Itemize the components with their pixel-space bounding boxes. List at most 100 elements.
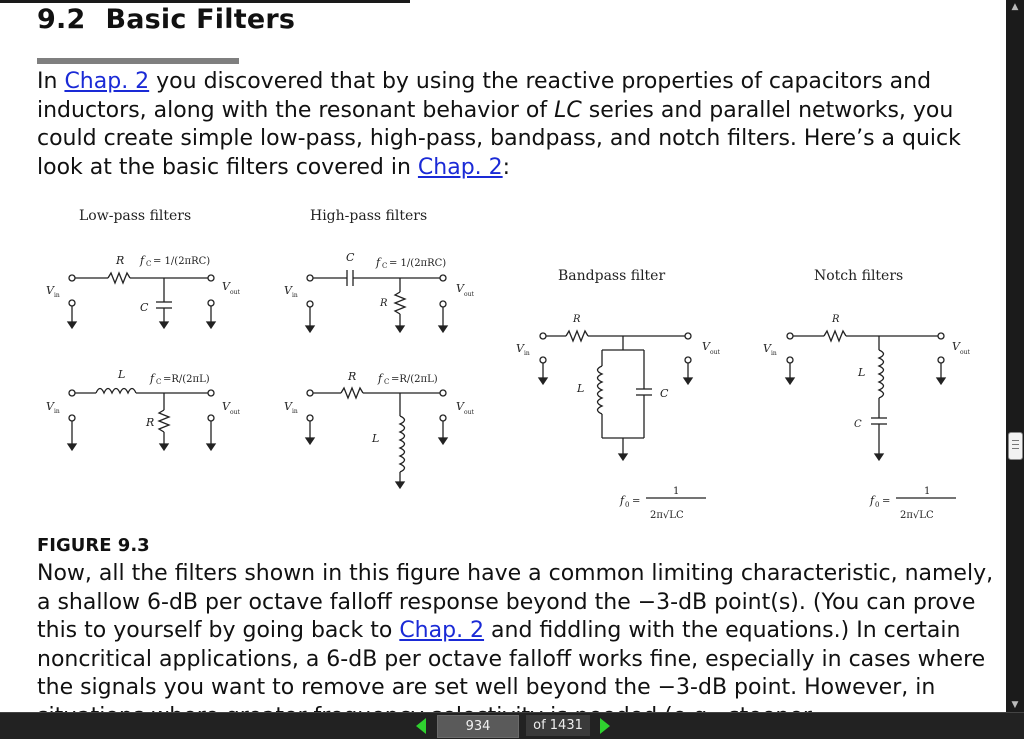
lp-rl-r: R [145, 416, 154, 429]
hp-rl-eq: =R/(2πL) [391, 374, 438, 385]
lp-rl-sub: C [156, 378, 161, 386]
nt-eq-den: 2π√LC [900, 510, 934, 521]
top-edge-line [0, 0, 410, 3]
hp-fc-sub: C [382, 262, 387, 270]
lowpass-rc-circuit: R f C = 1/(2πRC) C V in V out [46, 254, 240, 330]
bp-eq-sign: = [632, 496, 640, 507]
nt-r-label: R [831, 314, 840, 325]
bp-c-label: C [660, 387, 669, 400]
bp-eq-num: 1 [673, 486, 679, 497]
next-page-icon[interactable] [600, 718, 610, 734]
nt-vin: V [763, 342, 772, 355]
bp-l-label: L [576, 382, 584, 395]
book-page: 9.2 Basic Filters In Chap. 2 you discover… [36, 4, 997, 712]
notch-title: Notch filters [814, 268, 903, 284]
hp-rl-sub: C [384, 378, 389, 386]
hp-fc-f: f [375, 256, 382, 269]
hp2-vin-sub: in [292, 408, 298, 415]
section-heading: 9.2 Basic Filters [37, 4, 295, 35]
nt-f0: f [869, 494, 876, 507]
section-title: Basic Filters [105, 4, 296, 35]
body-text: Now, all the filters shown in this figur… [37, 561, 994, 643]
highpass-rl-circuit: R f C =R/(2πL) L V in V out [284, 370, 474, 490]
nt-vout-sub: out [960, 349, 970, 356]
lp-vout-sub: out [230, 289, 240, 296]
hp2-vout: V [456, 400, 465, 413]
hp-r-label: R [379, 298, 388, 309]
lp2-vout-sub: out [230, 409, 240, 416]
section-number: 9.2 [37, 4, 86, 35]
vertical-scrollbar[interactable]: ▲ ▼ [1006, 0, 1024, 712]
chap2-link[interactable]: Chap. 2 [64, 69, 150, 94]
intro-text: : [502, 154, 511, 180]
lp2-vin-sub: in [54, 408, 60, 415]
hp2-vin: V [284, 400, 293, 413]
bp-vin-sub: in [524, 350, 530, 357]
hp-vin-sub: in [292, 292, 298, 299]
nt-f0-sub: 0 [875, 501, 879, 509]
body-text: and fiddling with the equations.) In cer… [37, 618, 986, 712]
intro-text: series and parallel networks, you could … [37, 97, 961, 180]
bp-f0: f [619, 494, 626, 507]
bp-vout-sub: out [710, 349, 720, 356]
nt-c-label: C [854, 419, 862, 430]
lp-rl-eq: =R/(2πL) [163, 374, 210, 385]
lp2-vin: V [46, 400, 55, 413]
intro-text: you discovered that by using the reactiv… [37, 69, 932, 123]
lp-l-label: L [117, 368, 125, 381]
hp2-vout-sub: out [464, 409, 474, 416]
lp-fc-sub: C [146, 260, 151, 268]
lc-italic: LC [554, 97, 582, 123]
lp-rl-f: f [149, 372, 156, 385]
highpass-rc-circuit: C f C = 1/(2πRC) R V in V out [284, 251, 474, 334]
scroll-thumb[interactable] [1008, 432, 1023, 460]
nt-vout: V [952, 340, 961, 353]
nt-eq-num: 1 [924, 486, 930, 497]
body-paragraph: Now, all the filters shown in this figur… [37, 560, 997, 712]
hp-vin: V [284, 284, 293, 297]
chap2-link[interactable]: Chap. 2 [399, 618, 485, 643]
nt-l-label: L [857, 366, 865, 379]
bp-r-label: R [572, 314, 581, 325]
chap2-link[interactable]: Chap. 2 [417, 154, 503, 180]
bandpass-circuit: R L C V in V out f 0 = 1 2π√LC [516, 314, 720, 521]
bandpass-title: Bandpass filter [558, 268, 665, 284]
intro-text: In [37, 69, 65, 94]
highpass-title: High-pass filters [310, 208, 427, 224]
lp-c-label: C [140, 301, 149, 314]
lowpass-title: Low-pass filters [79, 208, 191, 224]
lowpass-rl-circuit: L f C =R/(2πL) R V in V out [46, 368, 240, 452]
filter-figure: Low-pass filters High-pass filters Bandp… [36, 198, 996, 530]
total-pages-label: of 1431 [526, 715, 590, 736]
scroll-down-icon[interactable]: ▼ [1011, 700, 1019, 710]
nt-eq-sign: = [882, 496, 890, 507]
lp-vin-sub: in [54, 292, 60, 299]
hp-rl-r: R [347, 370, 356, 383]
hp-vout-sub: out [464, 291, 474, 298]
figure-label: FIGURE 9.3 [37, 535, 150, 556]
notch-circuit: R L C V in V out f 0 = 1 2π√LC [763, 314, 970, 521]
hp-fc-eq: = 1/(2πRC) [389, 258, 446, 269]
current-page-input[interactable]: 934 [437, 715, 519, 738]
heading-rule [37, 58, 239, 64]
filter-schematics: Low-pass filters High-pass filters Bandp… [46, 208, 970, 521]
bp-vin: V [516, 342, 525, 355]
nt-vin-sub: in [771, 350, 777, 357]
hp-l-label: L [371, 432, 379, 445]
lp-vin: V [46, 284, 55, 297]
intro-paragraph: In Chap. 2 you discovered that by using … [37, 68, 997, 182]
bp-vout: V [702, 340, 711, 353]
hp-c-label: C [346, 251, 355, 264]
lp-fc-eq: = 1/(2πRC) [153, 256, 210, 267]
lp-fc-f: f [139, 254, 146, 267]
bp-f0-sub: 0 [625, 501, 629, 509]
lp2-vout: V [222, 400, 231, 413]
hp-vout: V [456, 282, 465, 295]
lp-vout: V [222, 280, 231, 293]
previous-page-icon[interactable] [416, 718, 426, 734]
scroll-up-icon[interactable]: ▲ [1011, 2, 1019, 12]
lp-r-label: R [115, 254, 124, 267]
hp-rl-f: f [377, 372, 384, 385]
bp-eq-den: 2π√LC [650, 510, 684, 521]
page-navigation-bar: 934 of 1431 [0, 712, 1024, 739]
